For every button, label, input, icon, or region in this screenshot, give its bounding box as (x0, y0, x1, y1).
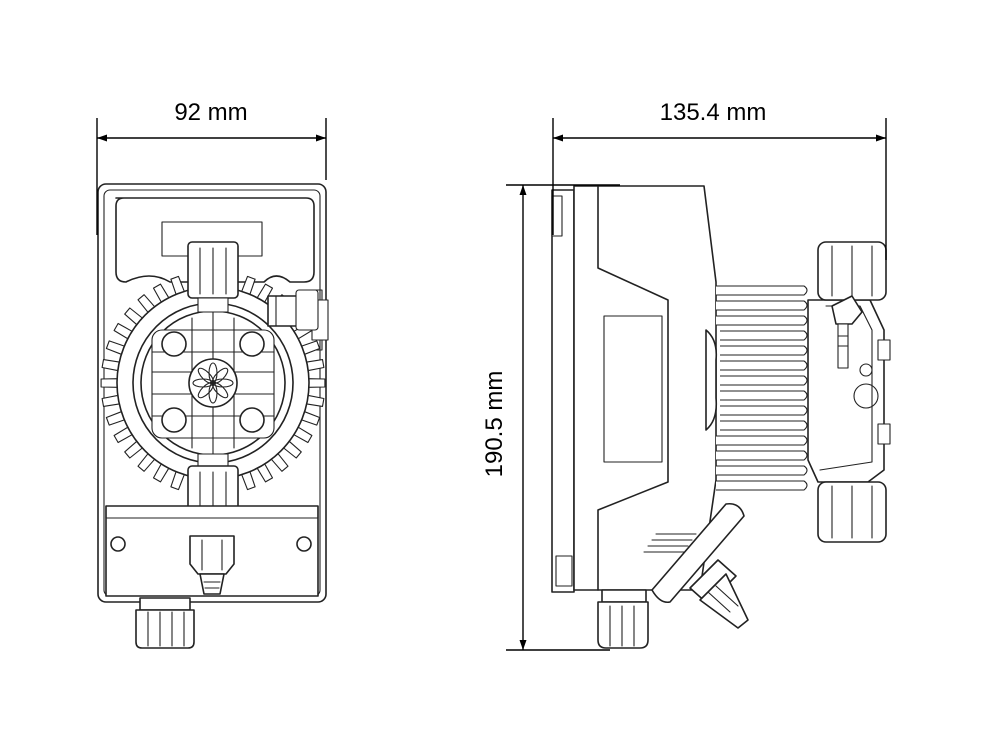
height-label: 190.5 mm (481, 371, 508, 478)
cooling-fin (716, 285, 808, 296)
front-cable-gland (135, 597, 195, 649)
dimension-side-depth: 135.4 mm (552, 99, 887, 260)
bolt-bl (161, 407, 187, 433)
cooling-fin (720, 405, 808, 416)
rosette-petal (211, 367, 229, 385)
side-cable-gland (597, 589, 649, 649)
bolt-br (239, 407, 265, 433)
bolt-tl (161, 331, 187, 357)
side-lower-fitting (817, 481, 887, 543)
gear-tooth (308, 378, 326, 388)
side-angled-outlet (651, 502, 749, 629)
side-pump-head (807, 299, 885, 483)
cooling-fin (716, 465, 808, 476)
side-upper-fitting (817, 241, 887, 369)
cooling-fin (720, 345, 808, 356)
center-rosette-petals (192, 362, 234, 404)
bolt-tr (239, 331, 265, 357)
cooling-fin (720, 330, 808, 341)
side-view (551, 185, 891, 649)
dimension-height: 190.5 mm (481, 184, 620, 651)
front-width-label: 92 mm (174, 99, 247, 126)
cooling-fin (720, 390, 808, 401)
dimension-front-width: 92 mm (96, 99, 327, 235)
cooling-fin (720, 420, 808, 431)
side-vent-slots (643, 533, 697, 553)
cooling-fin (720, 360, 808, 371)
side-depth-label: 135.4 mm (660, 99, 767, 126)
cooling-fin (716, 315, 808, 326)
mount-hole-left (110, 536, 126, 552)
side-control-panel (597, 185, 669, 591)
cooling-fin (716, 300, 808, 311)
cooling-fin (716, 480, 808, 491)
side-wall-plate (551, 189, 575, 593)
front-view (97, 183, 329, 649)
side-display (603, 315, 663, 463)
side-cooling-fins (716, 285, 808, 491)
side-main-body (573, 185, 717, 591)
front-side-valve (267, 289, 319, 331)
front-upper-fitting (187, 241, 239, 313)
gear-tooth (100, 378, 118, 388)
mount-hole-right (296, 536, 312, 552)
cooling-fin (716, 450, 808, 461)
cooling-fin (716, 435, 808, 446)
front-display-panel (115, 197, 315, 283)
cooling-fin (720, 375, 808, 386)
front-bottom-fitting (189, 535, 235, 595)
